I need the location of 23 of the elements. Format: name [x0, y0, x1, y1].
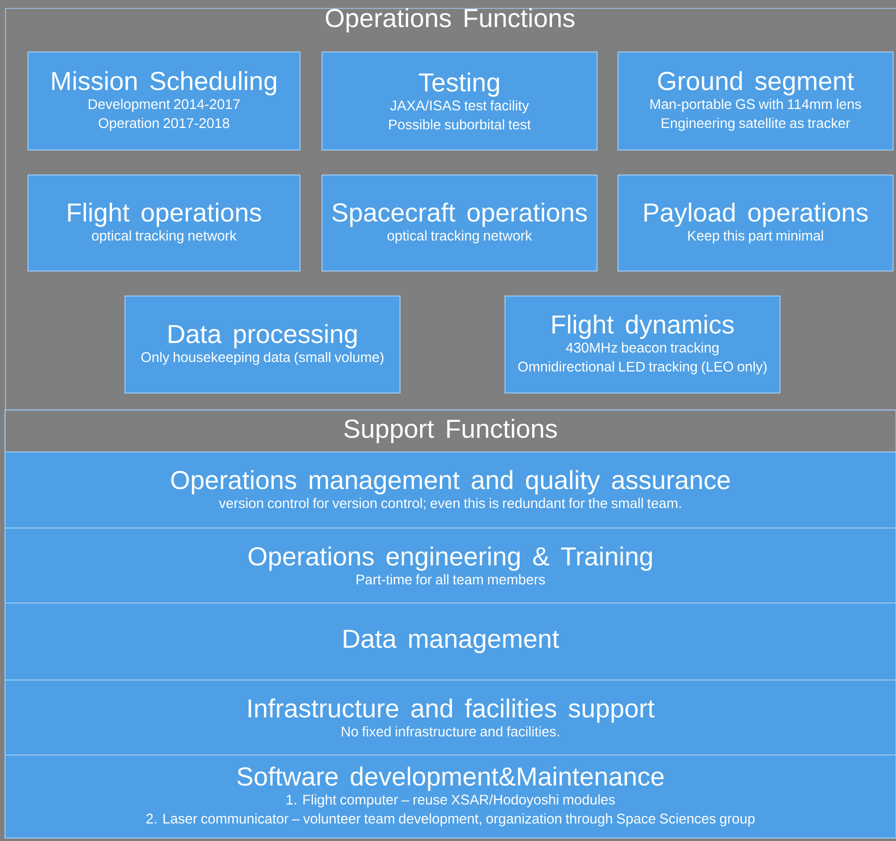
function-box: Flight operations optical tracking network [28, 174, 300, 272]
function-band: Data management [4, 602, 896, 680]
function-band: Operations management and quality assurance version control for version control; even this is redundant for the small team. [4, 452, 896, 528]
node-label: Operations engineering & Training [248, 546, 652, 571]
section-header: Support Functions [4, 410, 896, 452]
node-label: Software development&Maintenance [237, 766, 664, 791]
node-label: Infrastructure and facilities support [248, 698, 654, 723]
function-box: Mission Scheduling Development 2014-2017 Operation 2017-2018 [28, 52, 300, 150]
node-label: 2. Laser communicator – volunteer team development, organization through Space Sciences group [146, 813, 755, 826]
node-label: version control for version control; even this is redundant for the small team. [218, 498, 681, 510]
function-band: Infrastructure and facilities support No fixed infrastructure and facilities. [4, 680, 896, 756]
function-box: Testing JAXA/ISAS test facility Possible suborbital test [322, 52, 598, 150]
function-box: Flight dynamics 430MHz beacon tracking Omnidirectional LED tracking (LEO only) [504, 296, 780, 394]
function-band: Software development&Maintenance 1. Flight computer – reuse XSAR/Hodoyoshi modules 2. Laser communicator – volunteer team development, organization through Space Sciences group [4, 754, 896, 838]
node-label: 1. Flight computer – reuse XSAR/Hodoyoshi modules [286, 794, 615, 808]
function-box: Spacecraft operations optical tracking network [322, 174, 598, 272]
node-label: No fixed infrastructure and facilities. [342, 726, 559, 736]
function-box: Ground segment Man-portable GS with 114mm lens Engineering satellite as tracker [618, 52, 894, 150]
node-label: Part-time for all team members [356, 574, 545, 584]
function-box: Payload operations Keep this part minimal [618, 174, 894, 272]
function-band: Operations engineering & Training Part-time for all team members [4, 528, 896, 604]
node-label: Operations management and quality assurance [171, 470, 730, 494]
function-box: Data processing Only housekeeping data (small volume) [124, 296, 400, 394]
